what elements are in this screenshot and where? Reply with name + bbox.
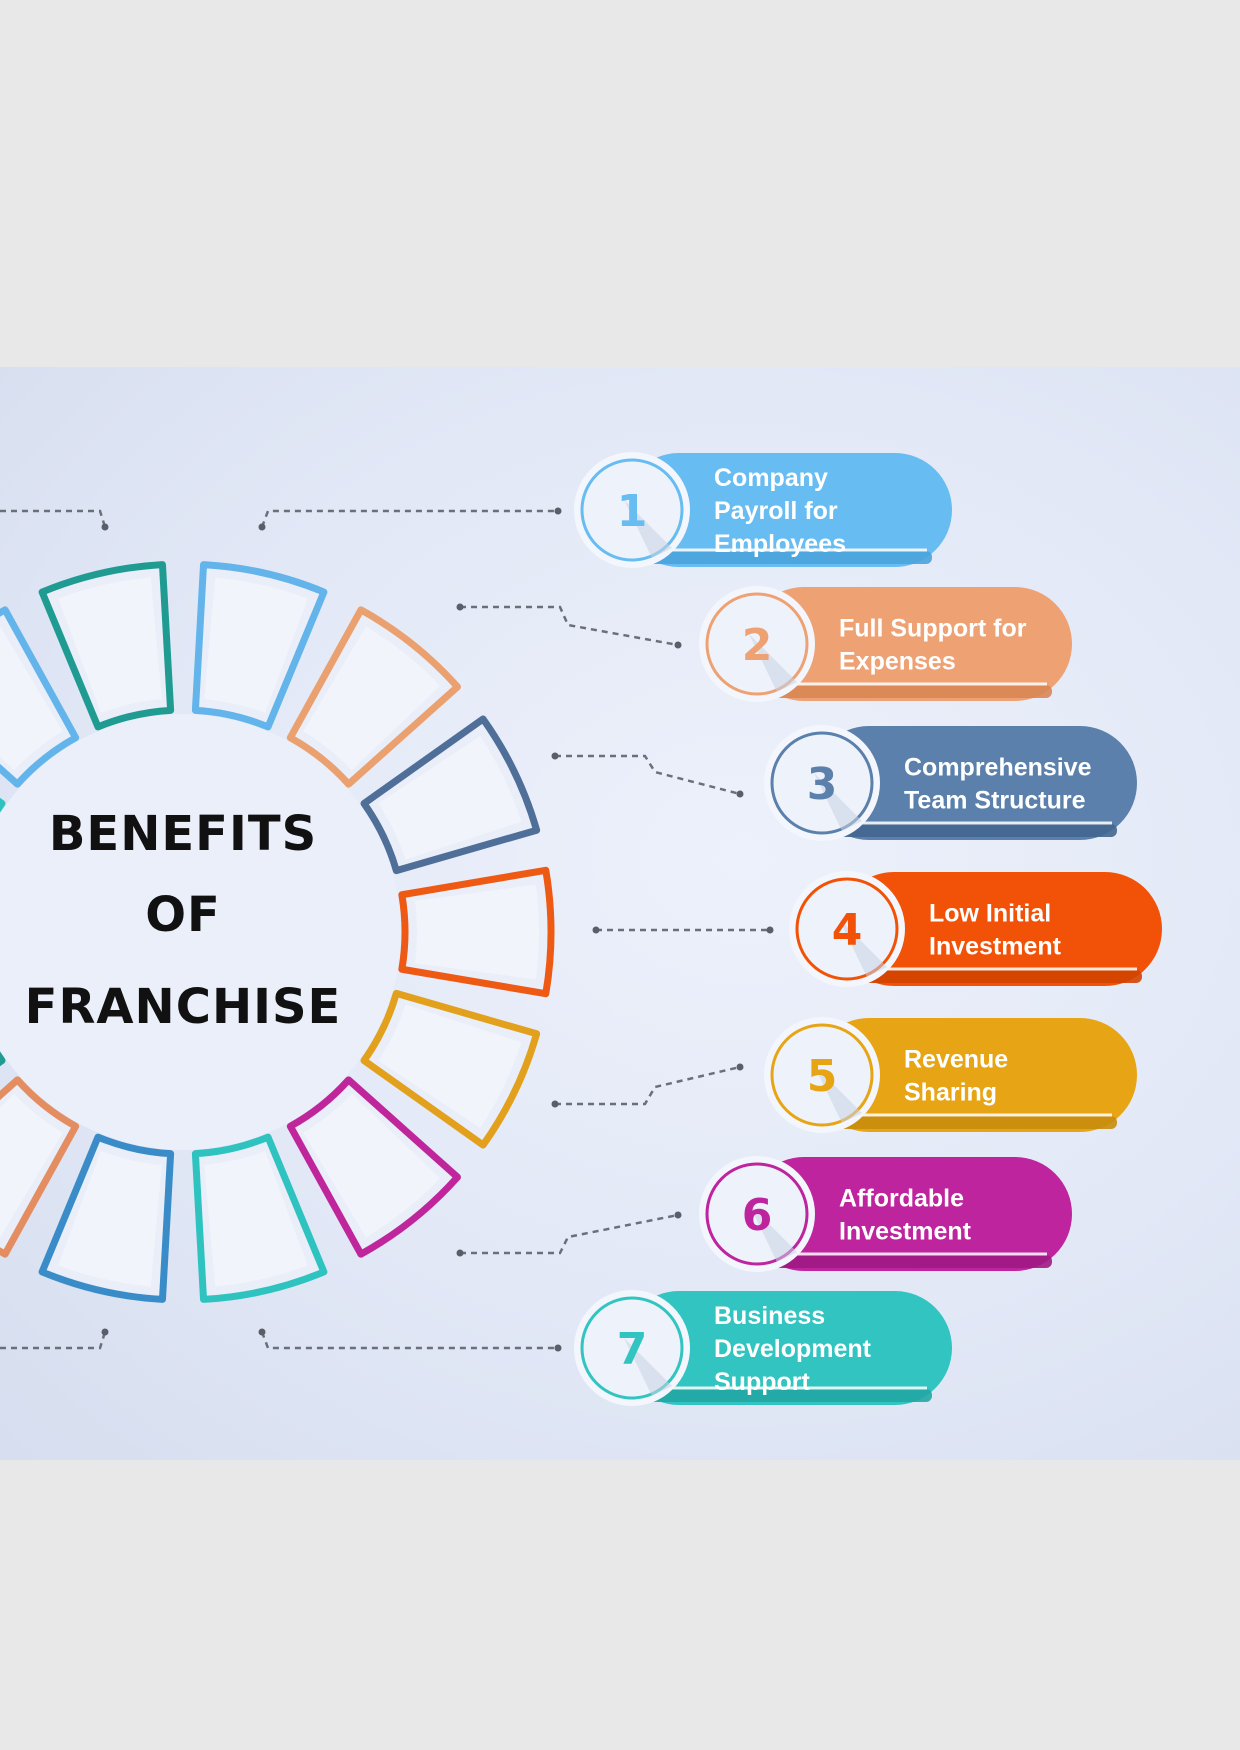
benefit-label-line: Sharing [904, 1079, 997, 1107]
pill-shadow [832, 1116, 1117, 1129]
badge-shadow [624, 1338, 672, 1396]
benefit-number: 5 [807, 1051, 838, 1102]
ring-segment-inner [58, 577, 162, 713]
badge-shadow [624, 500, 672, 558]
connector-dot [554, 507, 562, 515]
connector-dot [736, 1063, 744, 1071]
benefit-label-line: Investment [839, 1218, 972, 1246]
connector-dot [736, 790, 744, 798]
connector-line [260, 1331, 558, 1350]
badge-shadow [749, 1204, 797, 1262]
connector-line [555, 1065, 741, 1106]
connector-dot [766, 926, 774, 934]
benefit-label-line: Full Support for [839, 615, 1027, 643]
benefit-label-line: Comprehensive [904, 754, 1092, 782]
benefit-number: 3 [807, 759, 838, 810]
segment-ring [0, 561, 555, 1303]
connector-line [0, 1331, 107, 1350]
center-disc [0, 714, 401, 1150]
benefit-pill [812, 726, 1137, 840]
ring-segment-inner [0, 1093, 63, 1238]
connector-lines [0, 507, 774, 1352]
pill-shadow [767, 685, 1052, 698]
ring-segment-inner [0, 626, 63, 771]
connector-dot [554, 1344, 562, 1352]
ring-segment-inner [414, 884, 539, 980]
connector-dot [551, 1100, 559, 1108]
connector-dot [551, 752, 559, 760]
badge-shadow [814, 1065, 862, 1123]
connector-dot [258, 523, 266, 531]
benefit-pill [837, 872, 1162, 986]
benefit-pill [747, 1157, 1072, 1271]
title-line-3: FRANCHISE [25, 979, 342, 1035]
pill-shadow [642, 1389, 932, 1402]
ring-segment-inner [303, 1093, 441, 1238]
ring-segment-inner [378, 736, 522, 860]
pill-shadow [767, 1255, 1052, 1268]
badge-shadow [814, 773, 862, 831]
benefit-label-line: Investment [929, 933, 1062, 961]
ring-segment-inner [204, 577, 308, 713]
ring-segment [0, 797, 6, 813]
connector-dot [592, 926, 600, 934]
benefit-number: 2 [742, 620, 773, 671]
connector-dot [258, 1328, 266, 1336]
pill-shadow [642, 551, 932, 564]
connector-line [460, 1213, 679, 1255]
benefit-label-line: Team Structure [904, 787, 1086, 815]
benefit-label-line: Low Initial [929, 900, 1051, 928]
connector-dot [674, 1211, 682, 1219]
ring-segment-inner [58, 1151, 162, 1287]
benefit-number: 1 [617, 486, 648, 537]
benefit-label-line: Payroll for [714, 497, 838, 525]
connector-dot [456, 603, 464, 611]
ring-segment-inner [204, 1151, 308, 1287]
connector-line [555, 754, 741, 796]
benefit-number: 6 [742, 1190, 773, 1241]
benefit-pill [622, 1291, 952, 1405]
benefit-label-line: Development [714, 1335, 872, 1363]
connector-dot [101, 523, 109, 531]
diagram-title: BENEFITS OF FRANCHISE [25, 806, 342, 1035]
connector-dot [674, 641, 682, 649]
pill-shadow [832, 824, 1117, 837]
benefit-label-line: Company [714, 464, 828, 492]
title-line-2: OF [145, 887, 221, 943]
connector-dot [456, 1249, 464, 1257]
benefit-pill [747, 587, 1072, 701]
badge-shadow [749, 634, 797, 692]
ring-segment-inner [378, 1004, 522, 1128]
benefit-label-line: Business [714, 1302, 825, 1330]
ring-segment [0, 1051, 6, 1067]
connector-line [460, 605, 679, 647]
benefit-pill [622, 453, 952, 567]
connector-dot [101, 1328, 109, 1336]
benefit-label-line: Affordable [839, 1185, 964, 1213]
benefit-label-line: Employees [714, 530, 846, 558]
pill-shadow [857, 970, 1142, 983]
benefit-label-line: Expenses [839, 648, 956, 676]
connector-line [260, 509, 558, 528]
title-line-1: BENEFITS [49, 806, 317, 862]
ring-segment-inner [303, 626, 441, 771]
benefit-label-line: Revenue [904, 1046, 1008, 1074]
benefit-label-line: Support [714, 1368, 810, 1396]
badge-shadow [839, 919, 887, 977]
benefit-number: 4 [832, 905, 863, 956]
benefit-pill [812, 1018, 1137, 1132]
connector-line [0, 509, 107, 528]
benefit-number: 7 [617, 1324, 648, 1375]
